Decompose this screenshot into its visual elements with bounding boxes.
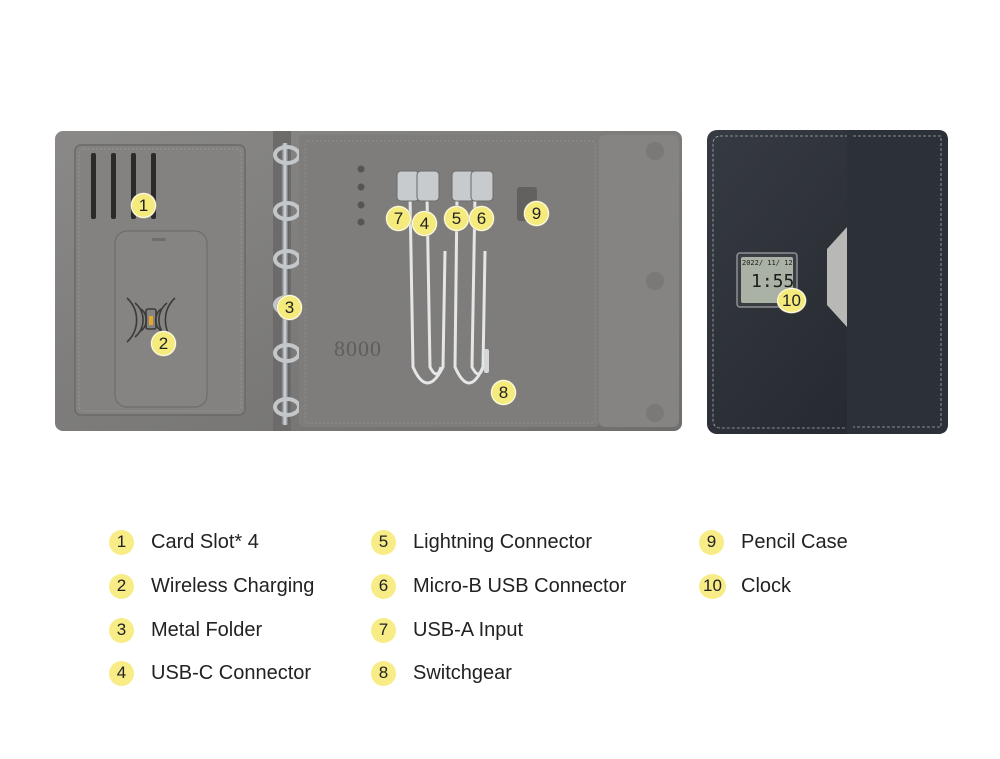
legend-number: 9 bbox=[699, 529, 724, 555]
callout-badge-4: 4 bbox=[412, 211, 437, 236]
legend-item: 5 Lightning Connector bbox=[371, 529, 592, 555]
legend-label: Lightning Connector bbox=[413, 530, 593, 553]
legend-label: Switchgear bbox=[413, 661, 512, 684]
callout-badge-6: 6 bbox=[469, 206, 494, 231]
legend-item: 6 Micro-B USB Connector bbox=[371, 573, 626, 599]
legend-label: Clock bbox=[741, 574, 792, 597]
legend-item: 1 Card Slot* 4 bbox=[109, 529, 259, 555]
callout-badge-2: 2 bbox=[151, 331, 176, 356]
legend-number: 7 bbox=[371, 617, 396, 643]
legend-label: Wireless Charging bbox=[151, 574, 315, 597]
legend-item: 8 Switchgear bbox=[371, 660, 512, 686]
clock-date: 2022/ 11/ 12 bbox=[742, 259, 793, 267]
legend-label: USB-A Input bbox=[413, 618, 524, 641]
callout-badge-3: 3 bbox=[277, 295, 302, 320]
legend-number: 6 bbox=[371, 573, 396, 599]
legend-label: Metal Folder bbox=[151, 618, 263, 641]
legend-item: 4 USB-C Connector bbox=[109, 660, 311, 686]
legend-item: 10 Clock bbox=[699, 573, 791, 599]
legend-item: 2 Wireless Charging bbox=[109, 573, 314, 599]
callout-badge-10: 10 bbox=[777, 288, 806, 313]
legend-number: 5 bbox=[371, 529, 396, 555]
callout-badge-7: 7 bbox=[386, 206, 411, 231]
callout-badge-1: 1 bbox=[131, 193, 156, 218]
legend-label: USB-C Connector bbox=[151, 661, 312, 684]
legend-item: 3 Metal Folder bbox=[109, 617, 262, 643]
callout-badge-9: 9 bbox=[524, 201, 549, 226]
legend-number: 2 bbox=[109, 573, 134, 599]
legend-label: Card Slot* 4 bbox=[151, 530, 259, 553]
closed-padfolio-photo: 2022/ 11/ 12 1:55 bbox=[707, 127, 948, 436]
legend-item: 7 USB-A Input bbox=[371, 617, 523, 643]
legend-number: 1 bbox=[109, 529, 134, 555]
callout-badge-8: 8 bbox=[491, 380, 516, 405]
capacity-label: 8000 bbox=[334, 336, 382, 361]
legend-label: Pencil Case bbox=[741, 530, 848, 553]
legend-label: Micro-B USB Connector bbox=[413, 574, 627, 597]
legend-number: 4 bbox=[109, 660, 134, 686]
legend-number: 10 bbox=[699, 573, 726, 599]
clock-time: 1:55 bbox=[751, 271, 795, 292]
callout-badge-5: 5 bbox=[444, 206, 469, 231]
legend-number: 8 bbox=[371, 660, 396, 686]
legend-item: 9 Pencil Case bbox=[699, 529, 848, 555]
legend-number: 3 bbox=[109, 617, 134, 643]
open-padfolio-photo: 8000 bbox=[55, 131, 682, 431]
